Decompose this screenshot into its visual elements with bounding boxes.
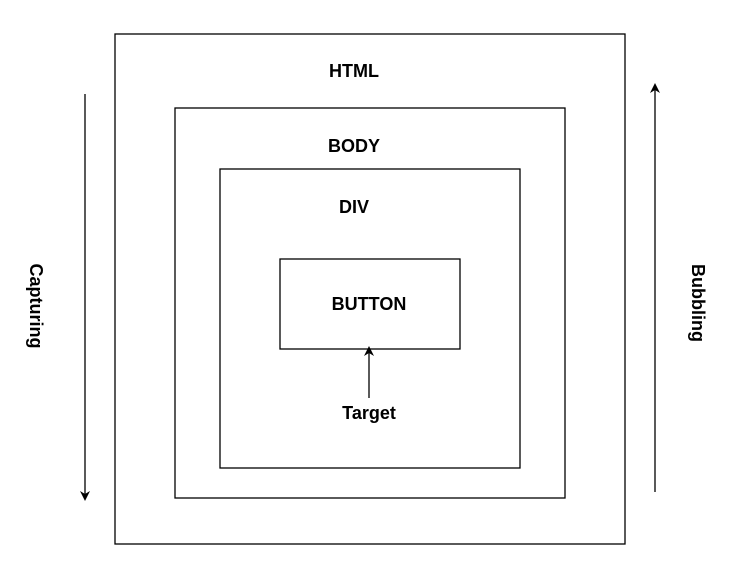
div-box-label: DIV — [339, 197, 369, 217]
bubbling-label: Bubbling — [688, 264, 708, 342]
div-box — [219, 168, 521, 469]
target-label: Target — [342, 403, 396, 423]
html-box — [114, 33, 626, 545]
html-box-label: HTML — [329, 61, 379, 81]
button-box-label: BUTTON — [332, 294, 407, 314]
body-box-label: BODY — [328, 136, 380, 156]
body-box — [174, 107, 566, 499]
capturing-label: Capturing — [26, 264, 46, 349]
